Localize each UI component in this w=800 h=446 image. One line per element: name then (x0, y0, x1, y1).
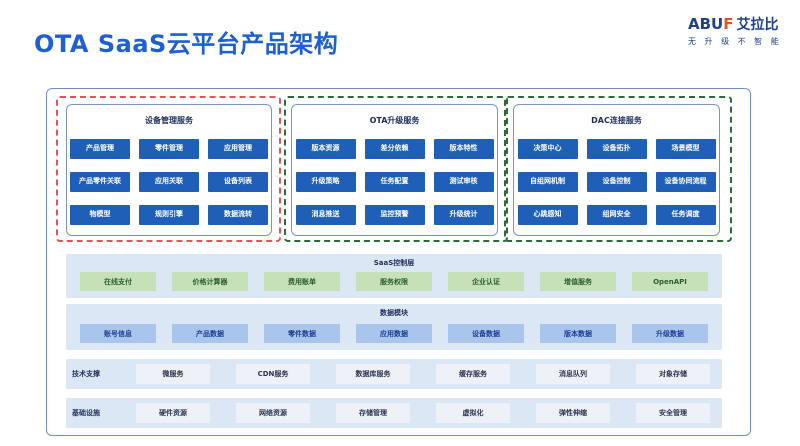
saas-item: 服务权限 (356, 272, 432, 291)
infra-item: 安全管理 (636, 403, 710, 423)
data-item: 应用数据 (356, 324, 432, 343)
service-chip: 消息推送 (295, 205, 356, 225)
service-chip: 测试审核 (433, 172, 494, 192)
service-panel-device-mgmt: 设备管理服务 产品管理 零件管理 应用管理 产品零件关联 应用关联 设备列表 物… (66, 104, 272, 236)
infra-item: 弹性伸缩 (536, 403, 610, 423)
service-chip: 产品零件关联 (70, 172, 130, 192)
tech-item: 消息队列 (536, 364, 610, 384)
service-panel-dac: DAC连接服务 决策中心 设备拓扑 场景模型 自组网机制 设备控制 设备协同流程… (513, 104, 720, 236)
data-item: 版本数据 (540, 324, 616, 343)
layer-label: 基础设施 (72, 409, 100, 417)
service-chip: 零件管理 (139, 139, 199, 159)
service-chip: 差分依赖 (364, 139, 425, 159)
service-title: 设备管理服务 (145, 116, 193, 125)
service-chip: 物模型 (70, 205, 130, 225)
saas-control-layer: SaaS控制层 在线支付 价格计算器 费用账单 服务权限 企业认证 增值服务 O… (66, 254, 722, 298)
tech-item: 数据库服务 (336, 364, 410, 384)
service-chip: 升级统计 (433, 205, 494, 225)
service-chip: 设备拓扑 (586, 139, 647, 159)
service-chip: 自组网机制 (517, 172, 578, 192)
service-chip: 应用关联 (139, 172, 199, 192)
architecture-frame (46, 88, 751, 436)
service-chip: 设备列表 (208, 172, 268, 192)
service-chip: 版本特性 (433, 139, 494, 159)
ota-highlight (284, 96, 508, 242)
data-item: 设备数据 (448, 324, 524, 343)
dac-highlight (504, 96, 732, 242)
layer-label: 技术支撑 (72, 370, 100, 378)
tech-item: 微服务 (136, 364, 210, 384)
tech-support-layer: 技术支撑 微服务 CDN服务 数据库服务 缓存服务 消息队列 对象存储 (66, 359, 722, 389)
logo-text-prefix: ABU (688, 15, 724, 33)
service-chip: 监控预警 (364, 205, 425, 225)
infra-item: 硬件资源 (136, 403, 210, 423)
service-chip: 组网安全 (586, 205, 647, 225)
service-title: DAC连接服务 (591, 116, 642, 125)
service-chip: 升级策略 (295, 172, 356, 192)
logo-text-cn: 艾拉比 (736, 17, 779, 33)
data-item: 零件数据 (264, 324, 340, 343)
device-mgmt-highlight (56, 96, 281, 242)
saas-item: 增值服务 (540, 272, 616, 291)
service-chip: 决策中心 (517, 139, 578, 159)
service-chip: 任务配置 (364, 172, 425, 192)
saas-item: OpenAPI (632, 272, 708, 291)
tech-item: 缓存服务 (436, 364, 510, 384)
service-chip: 产品管理 (70, 139, 130, 159)
service-chip: 场景模型 (655, 139, 716, 159)
infra-item: 存储管理 (336, 403, 410, 423)
logo-text-accent: F (723, 15, 734, 33)
service-chip: 设备控制 (586, 172, 647, 192)
service-chip: 心跳感知 (517, 205, 578, 225)
tech-item: CDN服务 (236, 364, 310, 384)
infrastructure-layer: 基础设施 硬件资源 网络资源 存储管理 虚拟化 弹性伸缩 安全管理 (66, 398, 722, 428)
page-title: OTA SaaS云平台产品架构 (34, 30, 339, 58)
infra-item: 网络资源 (236, 403, 310, 423)
service-chip: 应用管理 (208, 139, 268, 159)
layer-title: 数据模块 (380, 309, 408, 317)
service-chip: 任务调度 (655, 205, 716, 225)
service-title: OTA升级服务 (369, 116, 420, 125)
layer-title: SaaS控制层 (373, 259, 415, 267)
saas-item: 企业认证 (448, 272, 524, 291)
data-item: 升级数据 (632, 324, 708, 343)
data-item: 账号信息 (80, 324, 156, 343)
tech-item: 对象存储 (636, 364, 710, 384)
logo-slogan: 无 升 级 不 智 能 (688, 37, 782, 46)
saas-item: 费用账单 (264, 272, 340, 291)
service-chip: 数据流转 (208, 205, 268, 225)
infra-item: 虚拟化 (436, 403, 510, 423)
data-item: 产品数据 (172, 324, 248, 343)
service-chip: 设备协同流程 (655, 172, 716, 192)
service-chip: 版本资源 (295, 139, 356, 159)
saas-item: 价格计算器 (172, 272, 248, 291)
service-panel-ota: OTA升级服务 版本资源 差分依赖 版本特性 升级策略 任务配置 测试审核 消息… (291, 104, 498, 236)
saas-item: 在线支付 (80, 272, 156, 291)
service-chip: 规则引擎 (139, 205, 199, 225)
data-module-layer: 数据模块 账号信息 产品数据 零件数据 应用数据 设备数据 版本数据 升级数据 (66, 304, 722, 350)
